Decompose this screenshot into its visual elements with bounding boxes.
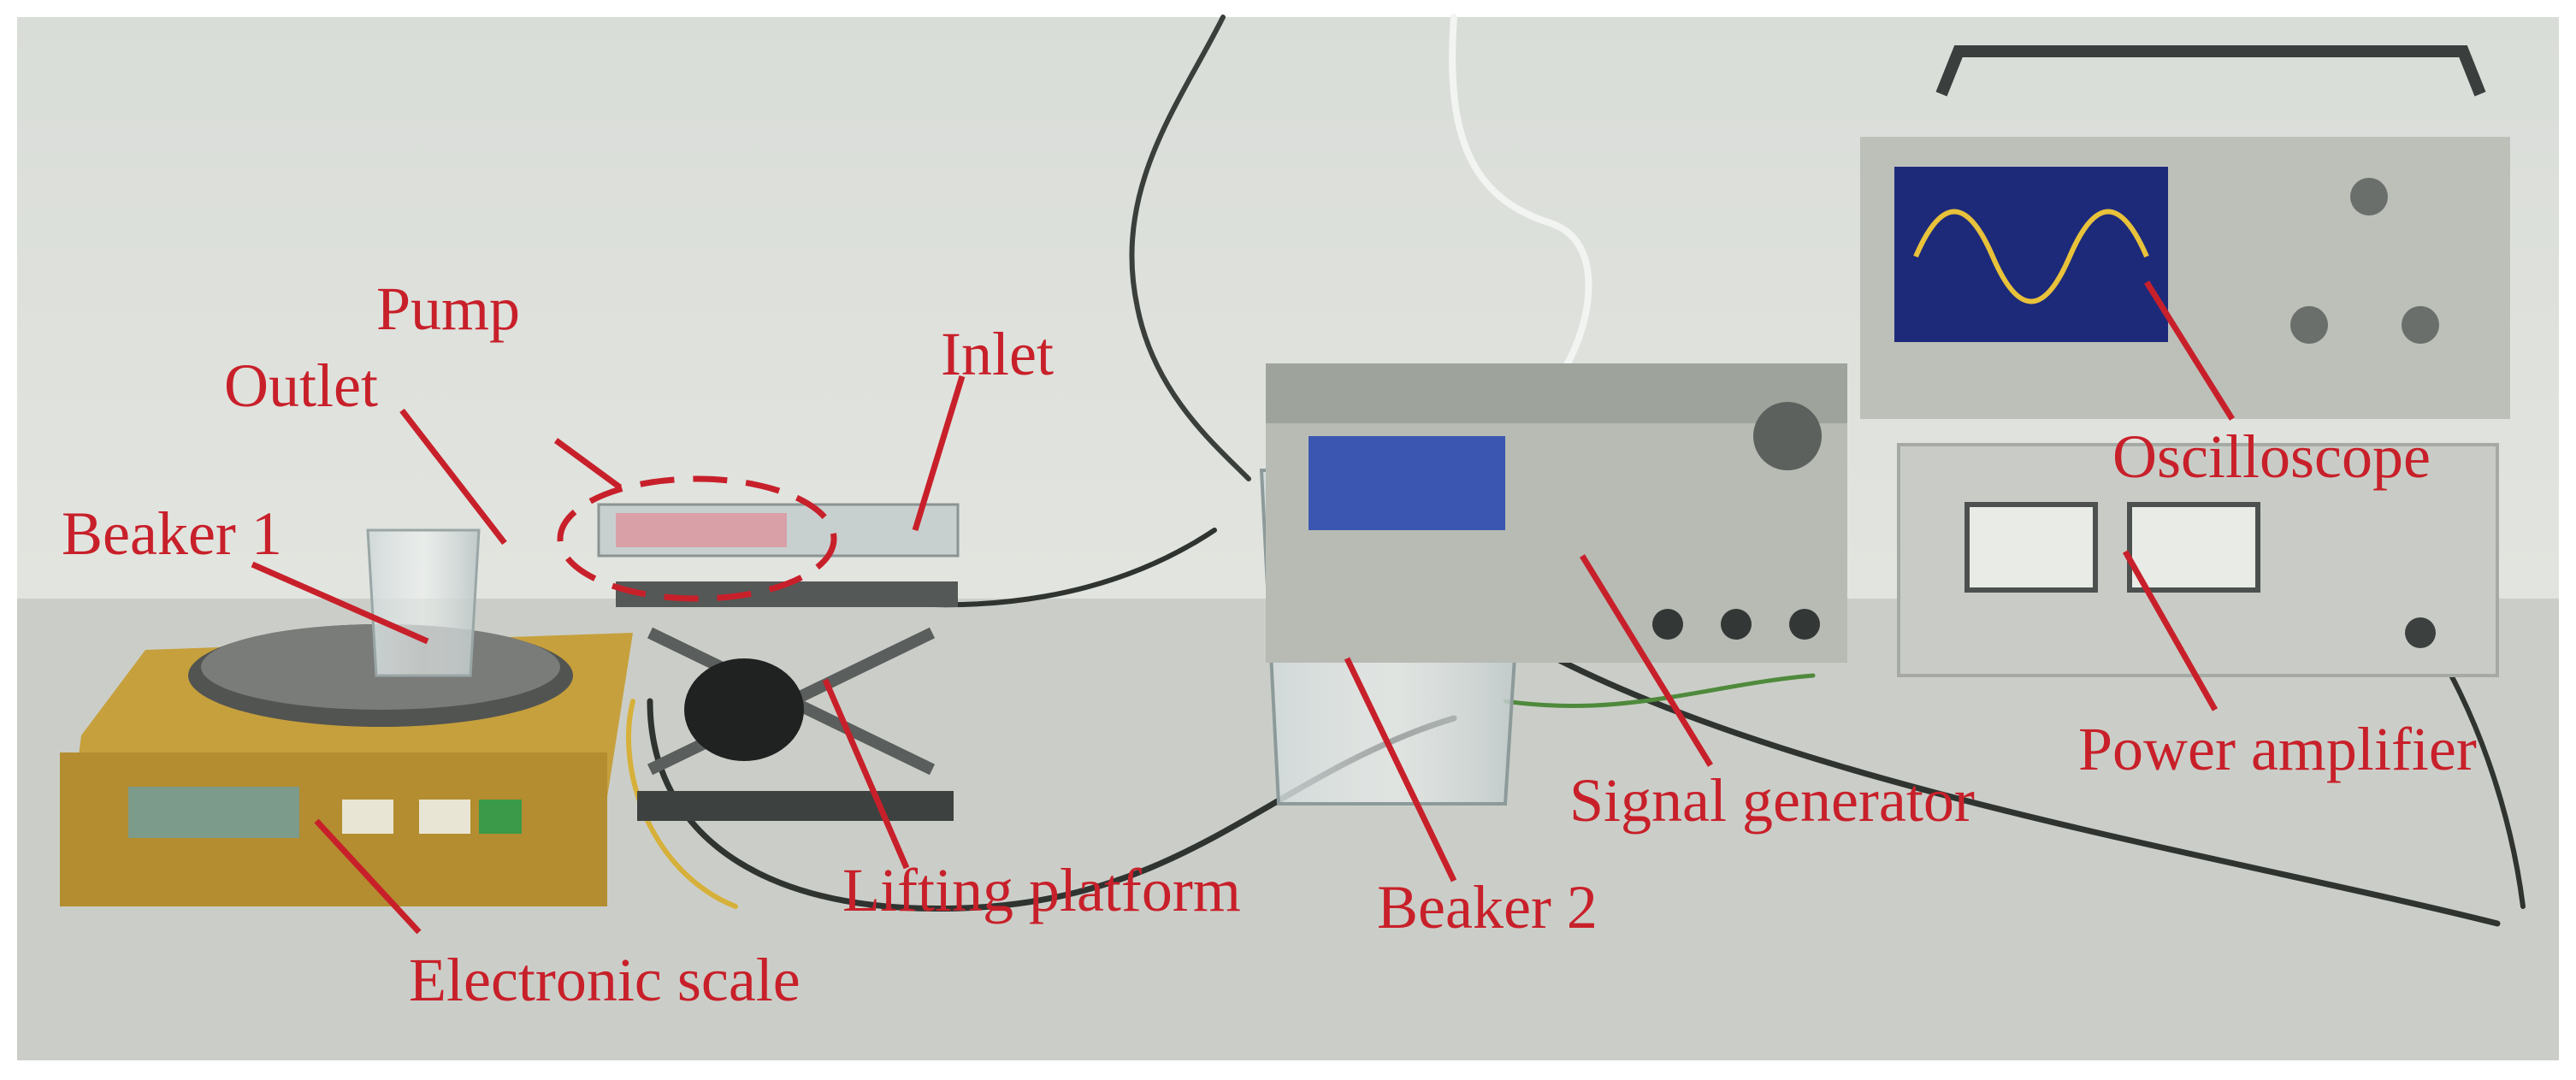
oscilloscope-device [1860,45,2510,419]
label-power-amplifier: Power amplifier [2078,715,2477,783]
leader-line-pump [553,438,623,490]
leader-line-signal-generator [1580,554,1713,767]
leader-line-beaker1 [251,561,429,645]
leader-line-power-amplifier [2122,550,2219,711]
label-oscilloscope: Oscilloscope [2112,422,2431,491]
lifting-platform-device [616,581,958,821]
power-amplifier-device [1897,443,2499,677]
label-inlet: Inlet [941,320,1054,388]
label-electronic-scale: Electronic scale [409,946,801,1014]
electronic-scale-device [60,624,633,906]
label-signal-generator: Signal generator [1569,766,1975,835]
pump-highlight-ellipse [557,475,837,602]
label-outlet: Outlet [224,351,378,420]
leader-line-lifting-platform [822,678,910,870]
leader-line-oscilloscope [2144,280,2235,421]
leader-line-beaker2 [1344,657,1457,882]
beaker-1-vessel [366,528,481,677]
label-pump: Pump [376,274,521,343]
leader-line-outlet [399,408,507,546]
leader-line-inlet [912,375,966,532]
label-beaker-1: Beaker 1 [62,499,282,568]
label-lifting-platform: Lifting platform [842,856,1241,924]
leader-line-electronic-scale [314,818,422,935]
annotation-overlay [251,280,2235,935]
pump-device [597,503,960,558]
signal-generator-device [1266,363,1847,663]
label-beaker-2: Beaker 2 [1377,873,1598,941]
